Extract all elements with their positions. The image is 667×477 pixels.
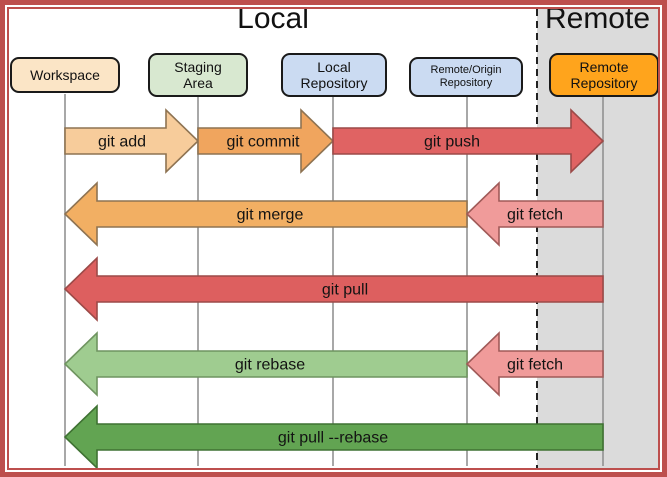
remote-section-title: Remote — [544, 2, 651, 35]
arrow-git-fetch-rebase — [465, 331, 604, 397]
node-remote-origin-repository-label: Remote/Origin Repository — [430, 64, 502, 89]
arrow-label-git-pull-rebase: git pull --rebase — [278, 430, 388, 447]
node-remote-origin-repository: Remote/Origin Repository — [409, 57, 523, 97]
arrow-label-git-add: git add — [98, 134, 146, 151]
arrow-git-rebase — [63, 331, 468, 397]
arrow-label-git-rebase: git rebase — [235, 357, 305, 374]
arrow-git-add — [64, 108, 200, 174]
node-staging-area-label: Staging Area — [174, 58, 222, 91]
arrow-git-fetch-merge — [465, 181, 604, 247]
arrow-git-merge — [63, 181, 468, 247]
arrow-label-git-fetch-merge: git fetch — [507, 207, 563, 224]
arrow-label-git-commit: git commit — [227, 134, 300, 151]
arrow-label-git-push: git push — [424, 134, 480, 151]
local-section-title: Local — [237, 2, 309, 35]
arrow-label-git-fetch-rebase: git fetch — [507, 357, 563, 374]
node-workspace-label: Workspace — [30, 66, 100, 83]
node-staging-area: Staging Area — [148, 53, 248, 97]
arrow-label-git-merge: git merge — [237, 207, 304, 224]
node-local-repository-label: Local Repository — [300, 58, 368, 91]
node-local-repository: Local Repository — [281, 53, 387, 97]
arrow-git-commit — [197, 108, 335, 174]
arrow-label-git-pull: git pull — [322, 282, 368, 299]
node-remote-repository-label: Remote Repository — [570, 58, 638, 91]
arrow-git-pull — [63, 256, 604, 322]
node-remote-repository: Remote Repository — [549, 53, 659, 97]
node-workspace: Workspace — [10, 57, 120, 93]
arrow-git-pull-rebase — [63, 404, 604, 470]
arrow-git-push — [332, 108, 605, 174]
